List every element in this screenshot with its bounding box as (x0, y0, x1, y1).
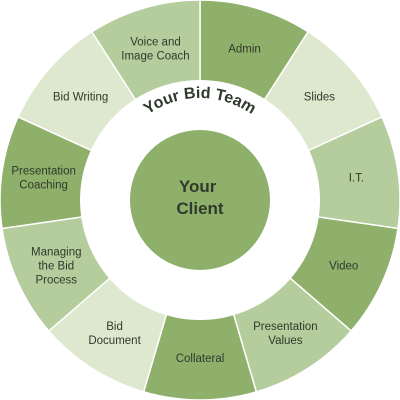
segment-label-8-line-0: Presentation (11, 166, 76, 178)
segment-label-7-line-1: the Bid (38, 261, 74, 273)
segment-label-1: Slides (304, 92, 336, 104)
segment-label-1-line-0: Slides (304, 92, 336, 104)
segment-label-6-line-0: Bid (106, 321, 123, 333)
segment-label-10-line-0: Voice and (130, 36, 181, 48)
segment-label-10-line-1: Image Coach (121, 50, 189, 62)
segment-label-3-line-0: Video (329, 261, 358, 273)
segment-label-4-line-1: Values (268, 335, 303, 347)
segment-label-9-line-0: Bid Writing (53, 92, 108, 104)
segment-label-0: Admin (228, 43, 261, 55)
segment-label-0-line-0: Admin (228, 43, 261, 55)
segment-label-2: I.T. (349, 173, 364, 185)
segment-label-7-line-2: Process (36, 275, 78, 287)
segment-label-7-line-0: Managing (31, 247, 82, 259)
segment-label-3: Video (329, 261, 358, 273)
segment-label-8-line-1: Coaching (19, 180, 68, 192)
segment-label-5-line-0: Collateral (176, 353, 225, 365)
segment-label-5: Collateral (176, 353, 225, 365)
center-label: Your Client (176, 177, 224, 218)
segment-label-2-line-0: I.T. (349, 173, 364, 185)
center-label-line-1: Your (179, 177, 217, 196)
center-label-line-2: Client (176, 199, 224, 218)
segment-label-4-line-0: Presentation (253, 321, 318, 333)
segment-label-6-line-1: Document (88, 335, 141, 347)
center-disc (130, 130, 270, 270)
segment-label-9: Bid Writing (53, 92, 108, 104)
